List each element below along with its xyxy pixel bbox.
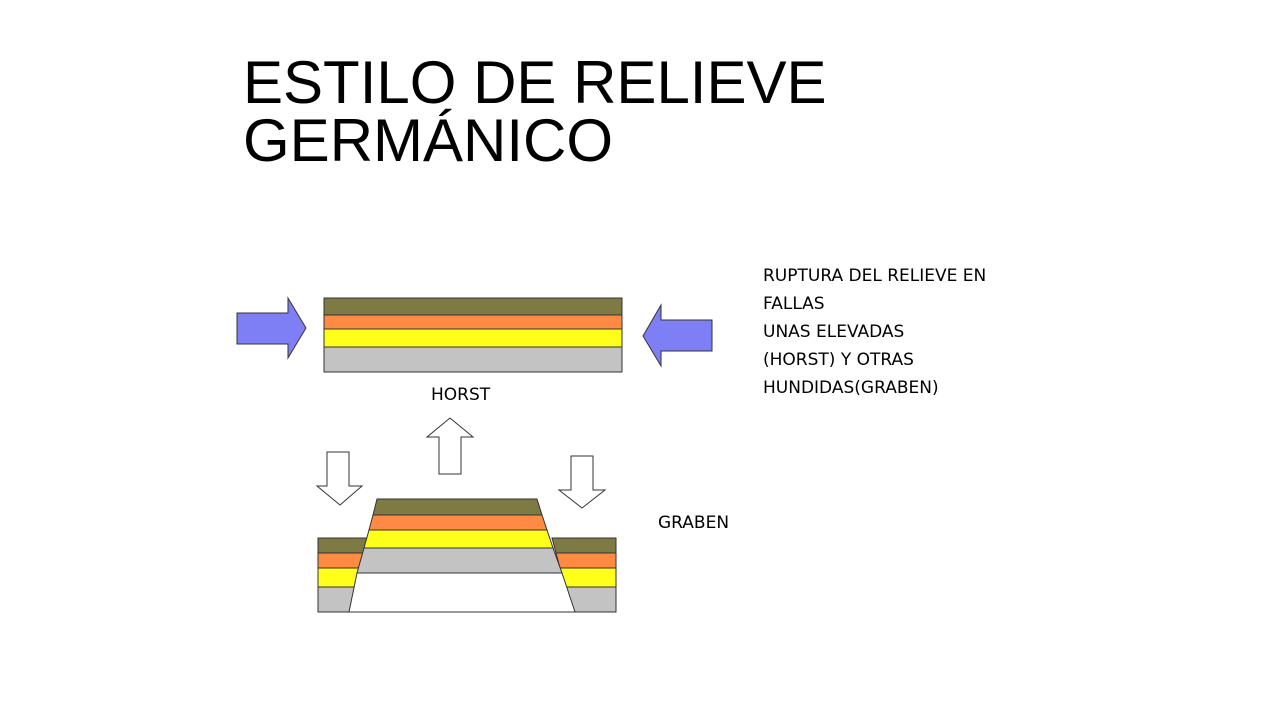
layer-yellow — [323, 328, 623, 348]
description-line: (HORST) Y OTRAS — [763, 350, 914, 370]
layer-orange — [323, 314, 623, 330]
horst-layer-top — [372, 498, 543, 516]
left-layer-orange — [317, 552, 365, 569]
arrow-up-icon — [425, 417, 475, 475]
layer-gray — [323, 346, 623, 373]
slide-title: ESTILO DE RELIEVE GERMÁNICO — [243, 49, 1143, 174]
description-line: FALLAS — [763, 294, 825, 314]
arrow-left-icon — [642, 303, 713, 368]
description-line: UNAS ELEVADAS — [763, 322, 905, 342]
horst-base — [348, 572, 576, 613]
right-layer-orange — [555, 552, 617, 569]
layer-top — [323, 297, 623, 316]
arrow-down-icon — [315, 451, 364, 506]
layered-block — [323, 297, 623, 373]
description-text: RUPTURA DEL RELIEVE EN FALLAS UNAS ELEVA… — [763, 262, 986, 402]
arrow-down-icon — [557, 455, 607, 509]
title-line-2: GERMÁNICO — [243, 107, 614, 174]
horst-layer-gray — [356, 547, 563, 574]
right-layer-top — [551, 537, 617, 554]
description-line: RUPTURA DEL RELIEVE EN — [763, 266, 987, 286]
graben-label: GRABEN — [658, 513, 730, 533]
right-layer-yellow — [559, 567, 617, 588]
description-line: HUNDIDAS(GRABEN) — [763, 378, 939, 398]
fault-block — [317, 498, 617, 613]
horst-layer-orange — [368, 514, 548, 531]
horst-layer-yellow — [363, 529, 554, 549]
horst-label: HORST — [431, 385, 491, 405]
left-layer-top — [317, 537, 369, 554]
title-line-1: ESTILO DE RELIEVE — [243, 49, 827, 116]
arrow-right-icon — [236, 296, 307, 360]
